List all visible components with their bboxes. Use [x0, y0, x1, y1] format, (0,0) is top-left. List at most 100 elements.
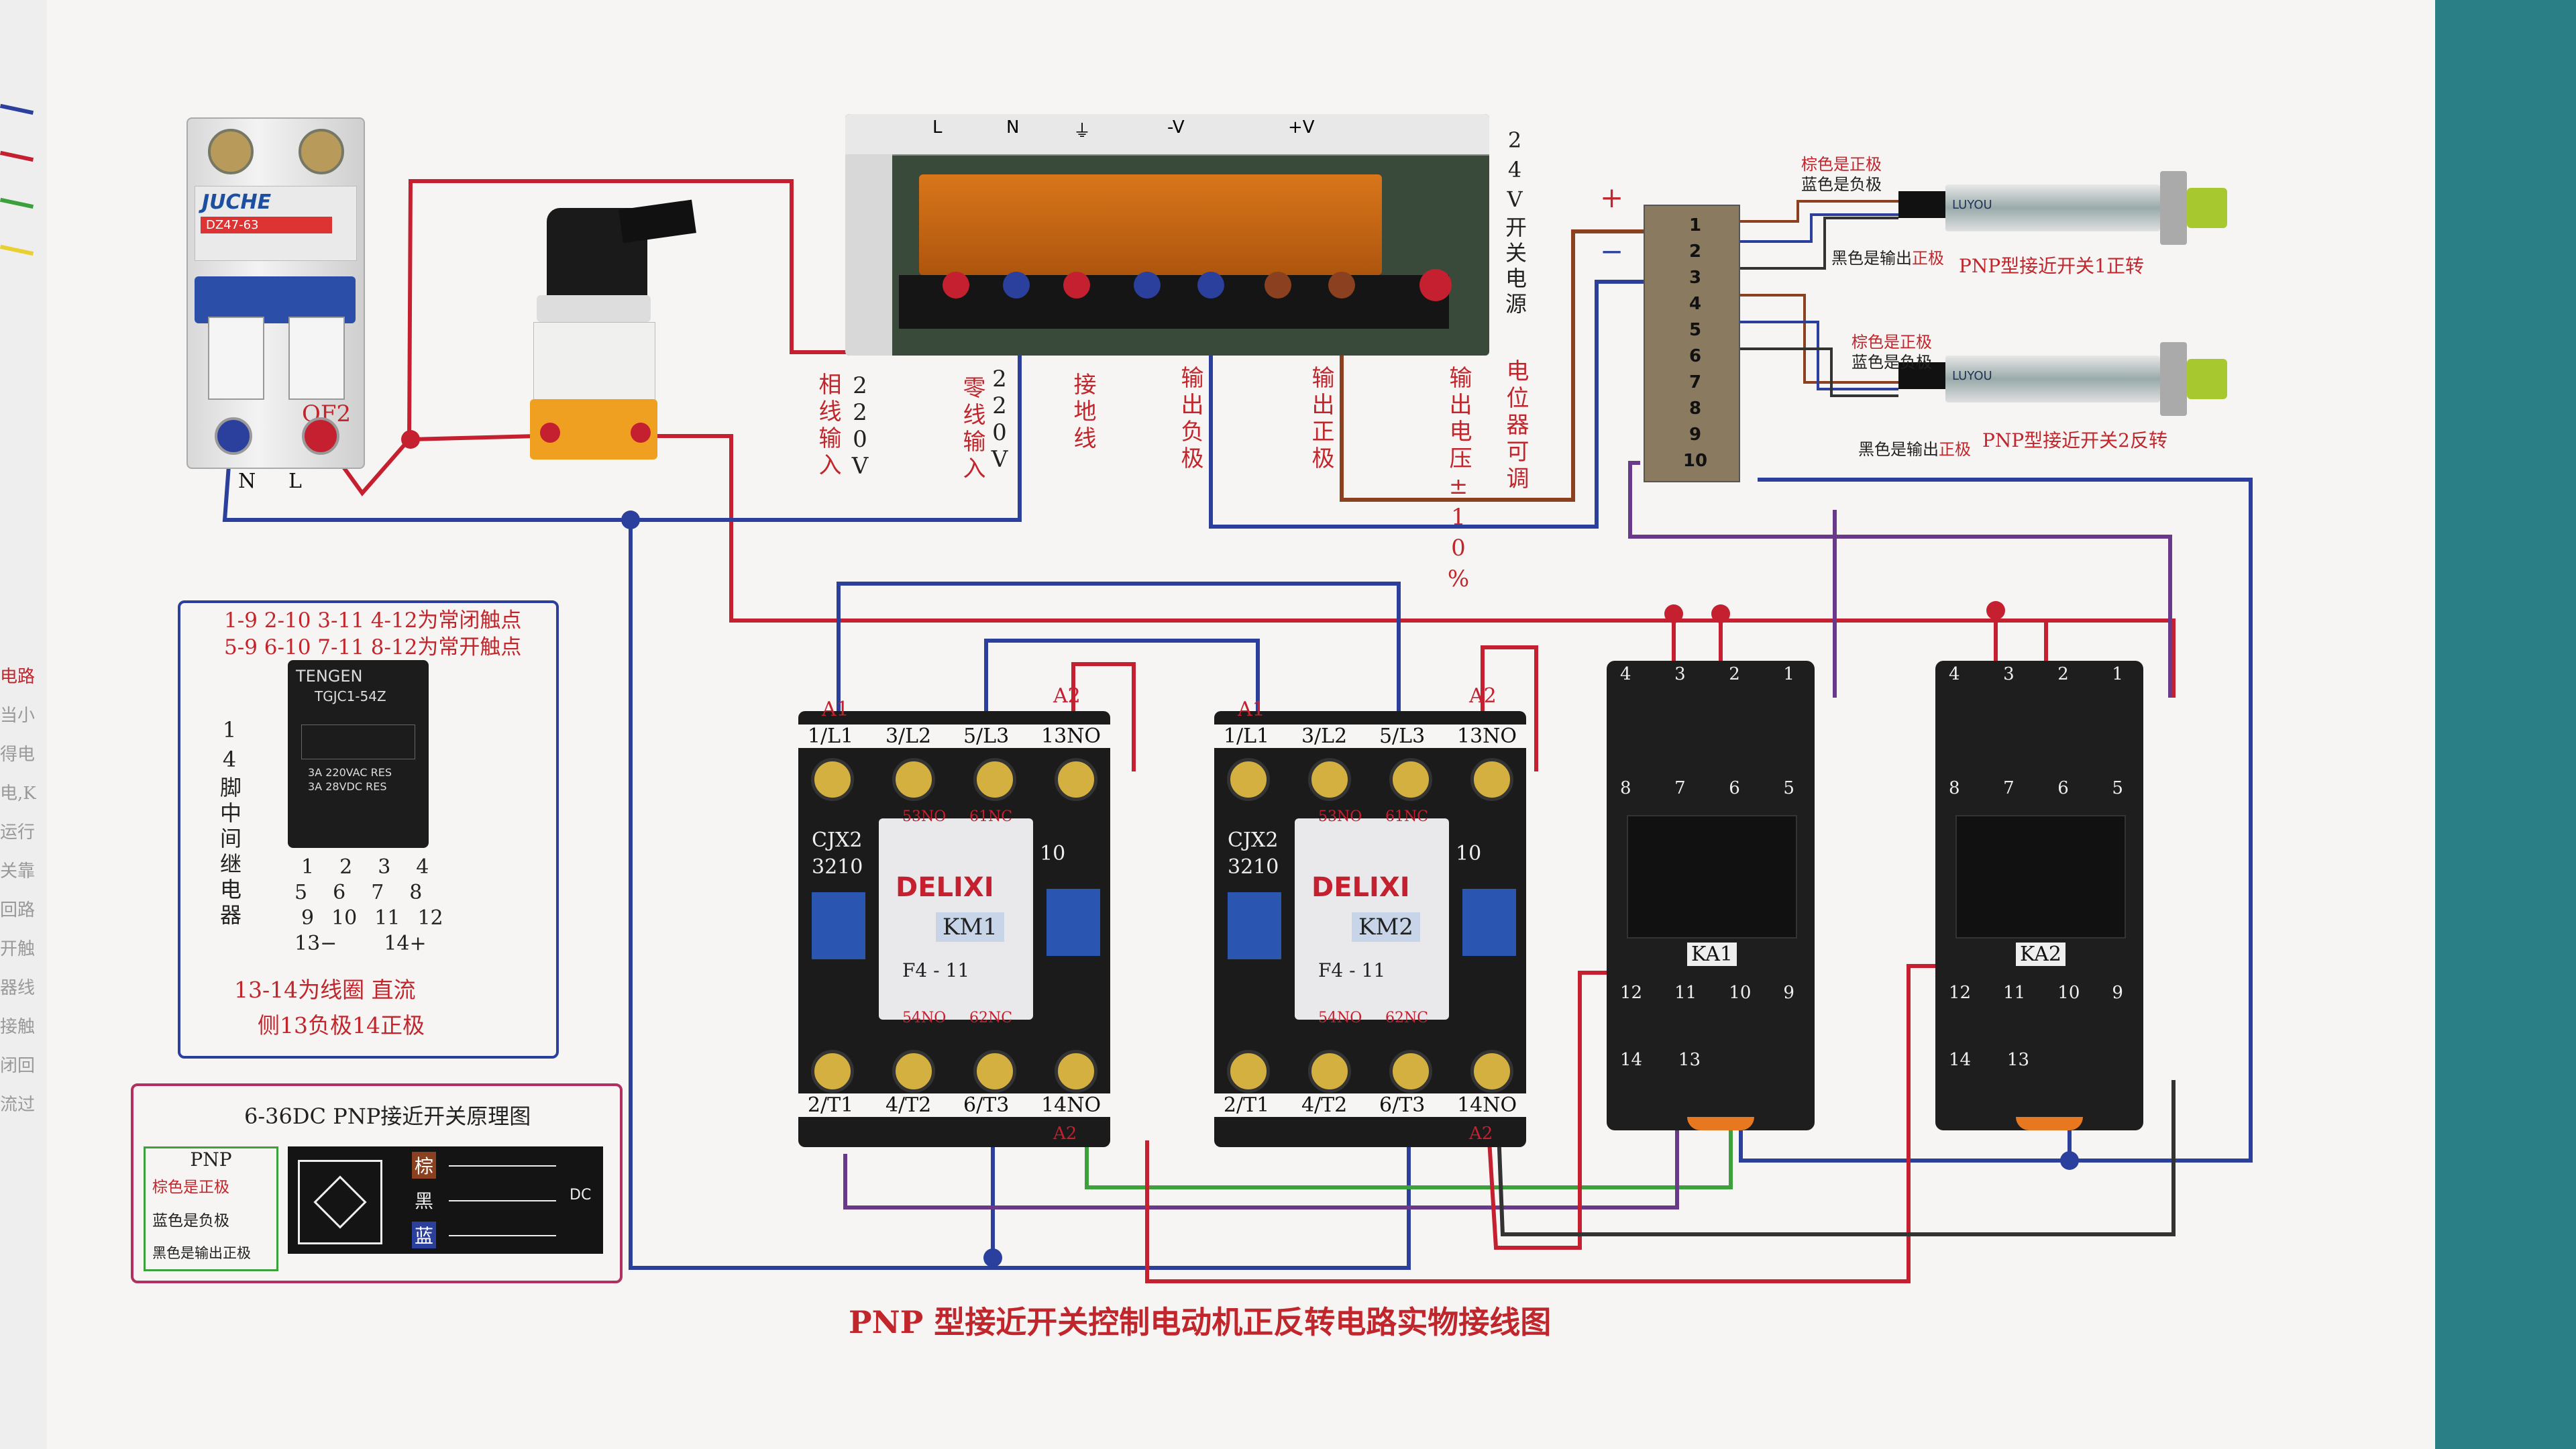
screw-terminal[interactable] — [973, 758, 1017, 801]
screw-terminal[interactable] — [1307, 1050, 1351, 1093]
screw-terminal[interactable] — [1470, 1050, 1514, 1093]
screw-terminal[interactable] — [810, 758, 854, 801]
relay-pin: 9 — [1783, 983, 1794, 1003]
aux-nc2: 62NC — [1385, 1010, 1429, 1026]
sensor1-black-label: 黑色是输出 — [1831, 249, 1912, 268]
relay-pin: 6 — [1729, 778, 1740, 798]
pin: 2 — [339, 855, 353, 879]
terminal-label: 4/T2 — [885, 1093, 932, 1117]
screw-terminal[interactable] — [1389, 1050, 1433, 1093]
wire-red — [410, 434, 537, 441]
terminal-label: 14NO — [1457, 1093, 1517, 1117]
coil-a2: A2 — [1469, 684, 1497, 708]
screw-terminal[interactable] — [1470, 758, 1514, 801]
breaker-model: DZ47-63 — [201, 217, 332, 233]
terminal-number: 7 — [1688, 372, 1702, 392]
terminal-label: 1/L1 — [807, 724, 854, 748]
relay-model: TGJC1-54Z — [315, 688, 386, 704]
sensor1-black-suffix: 正极 — [1912, 249, 1944, 268]
contactor-model: CJX2 — [812, 828, 863, 852]
pin: 5 — [294, 881, 308, 904]
pin: 10 — [331, 906, 358, 930]
terminal-plus: + — [1600, 181, 1624, 214]
relay-pin: 10 — [2057, 983, 2080, 1003]
wire-red — [1145, 964, 1986, 1283]
junction-dot — [1711, 604, 1730, 623]
sensor-wire — [1731, 217, 1898, 270]
terminal-label: 1/L1 — [1223, 724, 1270, 748]
wire-dark — [1494, 1063, 2176, 1236]
psu-label-posv: +V — [1288, 117, 1315, 138]
terminal-label: 5/L3 — [963, 724, 1010, 748]
sensor-wire — [1731, 294, 1898, 384]
relay-coil-text2: 侧13负极14正极 — [258, 1012, 425, 1038]
margin-text: 回路 — [0, 900, 36, 920]
relay-pin: 11 — [1674, 983, 1697, 1003]
screw-terminal[interactable] — [1055, 758, 1098, 801]
sensor-brand: LUYOU — [1952, 369, 1992, 383]
screw-terminal[interactable] — [973, 1050, 1017, 1093]
relay-pin: 7 — [1674, 778, 1686, 798]
terminal-label: 6/T3 — [963, 1093, 1010, 1117]
relay-pin: 13 — [1678, 1050, 1701, 1070]
junction-dot — [1986, 601, 2005, 620]
coil-a1: A1 — [1238, 698, 1265, 721]
contactor-window — [1228, 892, 1281, 959]
pin: 13− — [294, 932, 337, 955]
screw-terminal[interactable] — [1226, 758, 1270, 801]
relay-vertical-label: 14脚中间继电器 — [217, 717, 242, 929]
dc-label: DC — [570, 1187, 592, 1203]
rotary-switch[interactable] — [520, 199, 696, 463]
contactor-window — [812, 892, 865, 959]
pnp-label: PNP — [190, 1148, 232, 1171]
relay-pin: 14 — [1949, 1050, 1972, 1070]
relay-pin: 9 — [2112, 983, 2123, 1003]
aux-nc1: 61NC — [1385, 808, 1429, 825]
relay-brand: TENGEN — [296, 667, 363, 686]
pnp-diagram-title: 6-36DC PNP接近开关原理图 — [244, 1104, 531, 1129]
pin: 3 — [378, 855, 391, 879]
terminal-label: 13NO — [1457, 724, 1517, 748]
terminal-number: 6 — [1688, 346, 1702, 366]
contactor-code: 3210 — [812, 855, 863, 879]
aux-no1: 53NO — [1318, 808, 1362, 825]
screw-terminal[interactable] — [1307, 758, 1351, 801]
screw-terminal[interactable] — [892, 758, 935, 801]
breaker-brand: JUCHE — [202, 191, 272, 214]
coil-a1: A1 — [822, 698, 849, 721]
margin-text: 电,K — [0, 784, 36, 804]
pin: 11 — [374, 906, 400, 930]
screw-terminal[interactable] — [892, 1050, 935, 1093]
sensor-wire — [1731, 200, 1898, 223]
margin-text: 器线 — [0, 978, 36, 998]
terminal-number: 2 — [1688, 241, 1702, 262]
contactor-side: 10 — [1456, 842, 1482, 865]
contactor-brand: DELIXI — [1311, 872, 1410, 903]
psu-label-negv: -V — [1167, 117, 1185, 138]
relay-pin: 12 — [1949, 983, 1972, 1003]
pin: 4 — [416, 855, 429, 879]
terminal-number: 5 — [1688, 320, 1702, 340]
terminal-number: 3 — [1688, 268, 1702, 288]
terminal-block: 1 2 3 4 5 6 7 8 9 10 — [1644, 205, 1740, 482]
relay-coil-text1: 13-14为线圈 直流 — [234, 977, 416, 1003]
screw-terminal[interactable] — [1389, 758, 1433, 801]
terminal-minus: − — [1600, 235, 1624, 268]
pin: 8 — [409, 881, 423, 904]
terminal-number: 8 — [1688, 398, 1702, 419]
contactor-aux: F4 - 11 — [1318, 959, 1386, 981]
screw-terminal[interactable] — [1226, 1050, 1270, 1093]
sensor2-blue: 蓝色是负极 — [1851, 353, 1932, 372]
screw-terminal[interactable] — [810, 1050, 854, 1093]
screw-terminal[interactable] — [1055, 1050, 1098, 1093]
contactor-model: CJX2 — [1228, 828, 1279, 852]
terminal-label: 2/T1 — [807, 1093, 854, 1117]
contactor-tag: KM1 — [936, 912, 1004, 942]
relay-pin: 8 — [1949, 778, 1960, 798]
relay-pin: 7 — [2003, 778, 2015, 798]
aux-nc2: 62NC — [969, 1010, 1013, 1026]
color-black: 黑 — [415, 1190, 434, 1212]
relay-pin: 2 — [1729, 664, 1740, 684]
